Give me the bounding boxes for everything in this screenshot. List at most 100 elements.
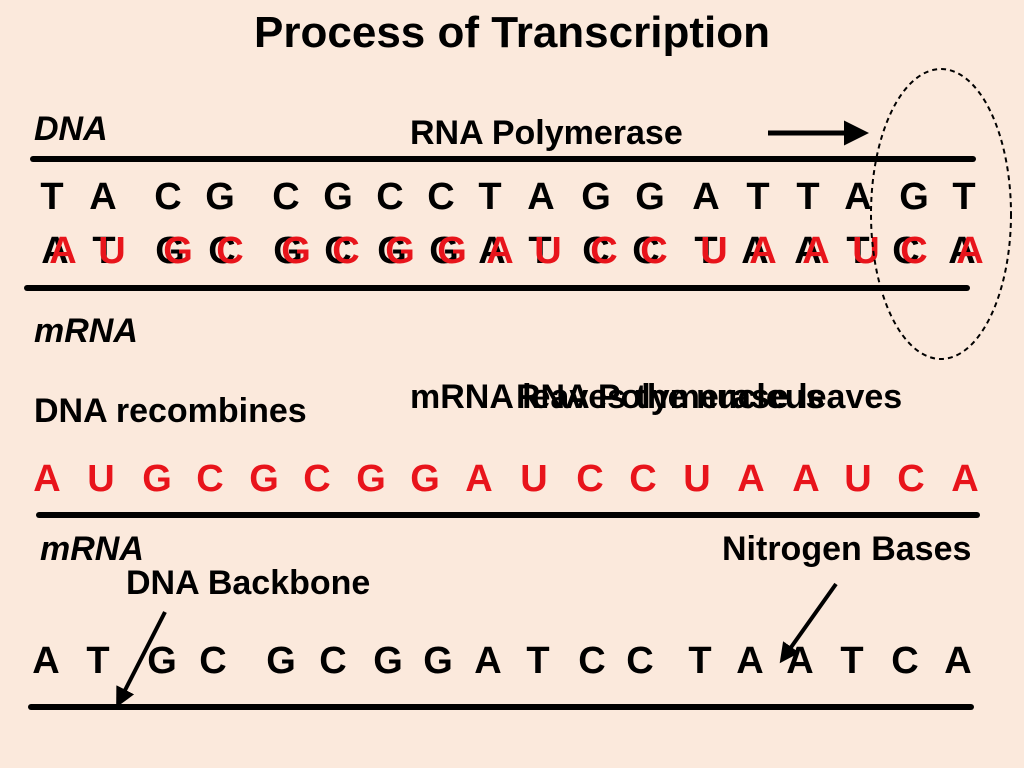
mrna-base: U — [852, 230, 880, 272]
rna-polymerase-leaves-label: RNA Polymerase leaves — [516, 378, 903, 416]
mrna-base: C — [303, 458, 331, 500]
dna-base: G — [205, 176, 235, 218]
dna-base: C — [626, 640, 654, 682]
dna-base: G — [155, 230, 185, 272]
dna-base: G — [581, 176, 611, 218]
dna-base: C — [154, 176, 182, 218]
mrna-base: C — [332, 230, 360, 272]
mrna-base: A — [465, 458, 493, 500]
mrna-base: G — [281, 230, 311, 272]
mrna-base: C — [897, 458, 925, 500]
dna-base: T — [688, 640, 712, 682]
dna-base: A — [736, 640, 764, 682]
mrna-base: U — [534, 230, 562, 272]
mrna-base: G — [356, 458, 386, 500]
mrna-base: A — [486, 230, 514, 272]
dna-base: G — [273, 230, 303, 272]
dna-base: C — [319, 640, 347, 682]
dna-base: C — [324, 230, 352, 272]
mrna-label-top: mRNA — [34, 312, 138, 350]
dna-base: T — [40, 176, 64, 218]
mrna-base: U — [844, 458, 872, 500]
mrna-base: U — [700, 230, 728, 272]
dna-base: T — [478, 176, 502, 218]
dna-base: T — [528, 230, 552, 272]
mrna-base: C — [196, 458, 224, 500]
mrna-base: A — [49, 230, 77, 272]
mrna-base: G — [410, 458, 440, 500]
dna-base: C — [376, 176, 404, 218]
dna-base: A — [527, 176, 555, 218]
dna-base: T — [846, 230, 870, 272]
rna-polymerase-label: RNA Polymerase — [410, 114, 683, 152]
dna-base: G — [323, 176, 353, 218]
dna-base: G — [147, 640, 177, 682]
mrna-base: C — [900, 230, 928, 272]
mrna-base: G — [163, 230, 193, 272]
mrna-base: A — [956, 230, 984, 272]
dashed-ellipse — [870, 68, 1012, 360]
dna-base: C — [578, 640, 606, 682]
dna-base: C — [891, 640, 919, 682]
dna-bottom-backbone — [24, 285, 970, 291]
mrna-base: A — [951, 458, 979, 500]
dna-base: T — [840, 640, 864, 682]
mrna-base: A — [802, 230, 830, 272]
dna-base: G — [635, 176, 665, 218]
dna-base: A — [89, 176, 117, 218]
dna-base: A — [41, 230, 69, 272]
dna-base: T — [694, 230, 718, 272]
mrna-base: C — [640, 230, 668, 272]
nitrogen-pointer-arrow-icon — [779, 582, 838, 664]
mrna-base: C — [590, 230, 618, 272]
dna-base: C — [632, 230, 660, 272]
dna-base: G — [266, 640, 296, 682]
dna-label: DNA — [34, 110, 108, 148]
page-title: Process of Transcription — [254, 8, 770, 57]
dna-base: T — [92, 230, 116, 272]
mrna-base: G — [142, 458, 172, 500]
dna-base: T — [952, 176, 976, 218]
mrna-base: C — [629, 458, 657, 500]
mrna-base: A — [33, 458, 61, 500]
dna-base: A — [478, 230, 506, 272]
mrna-base: A — [749, 230, 777, 272]
dna-recombines-label: DNA recombines — [34, 392, 307, 430]
nitrogen-bases-label: Nitrogen Bases — [722, 530, 972, 568]
mrna-base: A — [737, 458, 765, 500]
dna-base: G — [899, 176, 929, 218]
dna-base: C — [272, 176, 300, 218]
dna-base: C — [208, 230, 236, 272]
dna-base: A — [948, 230, 976, 272]
dna-top-backbone — [30, 156, 976, 162]
dna-base: G — [373, 640, 403, 682]
mrna-leaves-label: mRNA leaves the nucleus — [410, 378, 825, 416]
mrna-base: A — [792, 458, 820, 500]
mrna-base: G — [385, 230, 415, 272]
dna-base: A — [474, 640, 502, 682]
dna-base: A — [844, 176, 872, 218]
dna-coding-backbone — [28, 704, 974, 710]
dna-base: T — [796, 176, 820, 218]
mrna-base: U — [683, 458, 711, 500]
mrna-base: U — [98, 230, 126, 272]
dna-base: T — [526, 640, 550, 682]
dna-base: C — [427, 176, 455, 218]
dna-base: G — [423, 640, 453, 682]
dna-backbone-label: DNA Backbone — [126, 564, 371, 602]
dna-base: A — [944, 640, 972, 682]
mrna-base: G — [249, 458, 279, 500]
mrna-base: C — [576, 458, 604, 500]
dna-base: A — [794, 230, 822, 272]
mrna-label-bottom: mRNA — [40, 530, 144, 568]
dna-base: T — [86, 640, 110, 682]
backbone-pointer-arrow-icon — [116, 611, 167, 708]
dna-base: T — [746, 176, 770, 218]
mrna-base: U — [520, 458, 548, 500]
